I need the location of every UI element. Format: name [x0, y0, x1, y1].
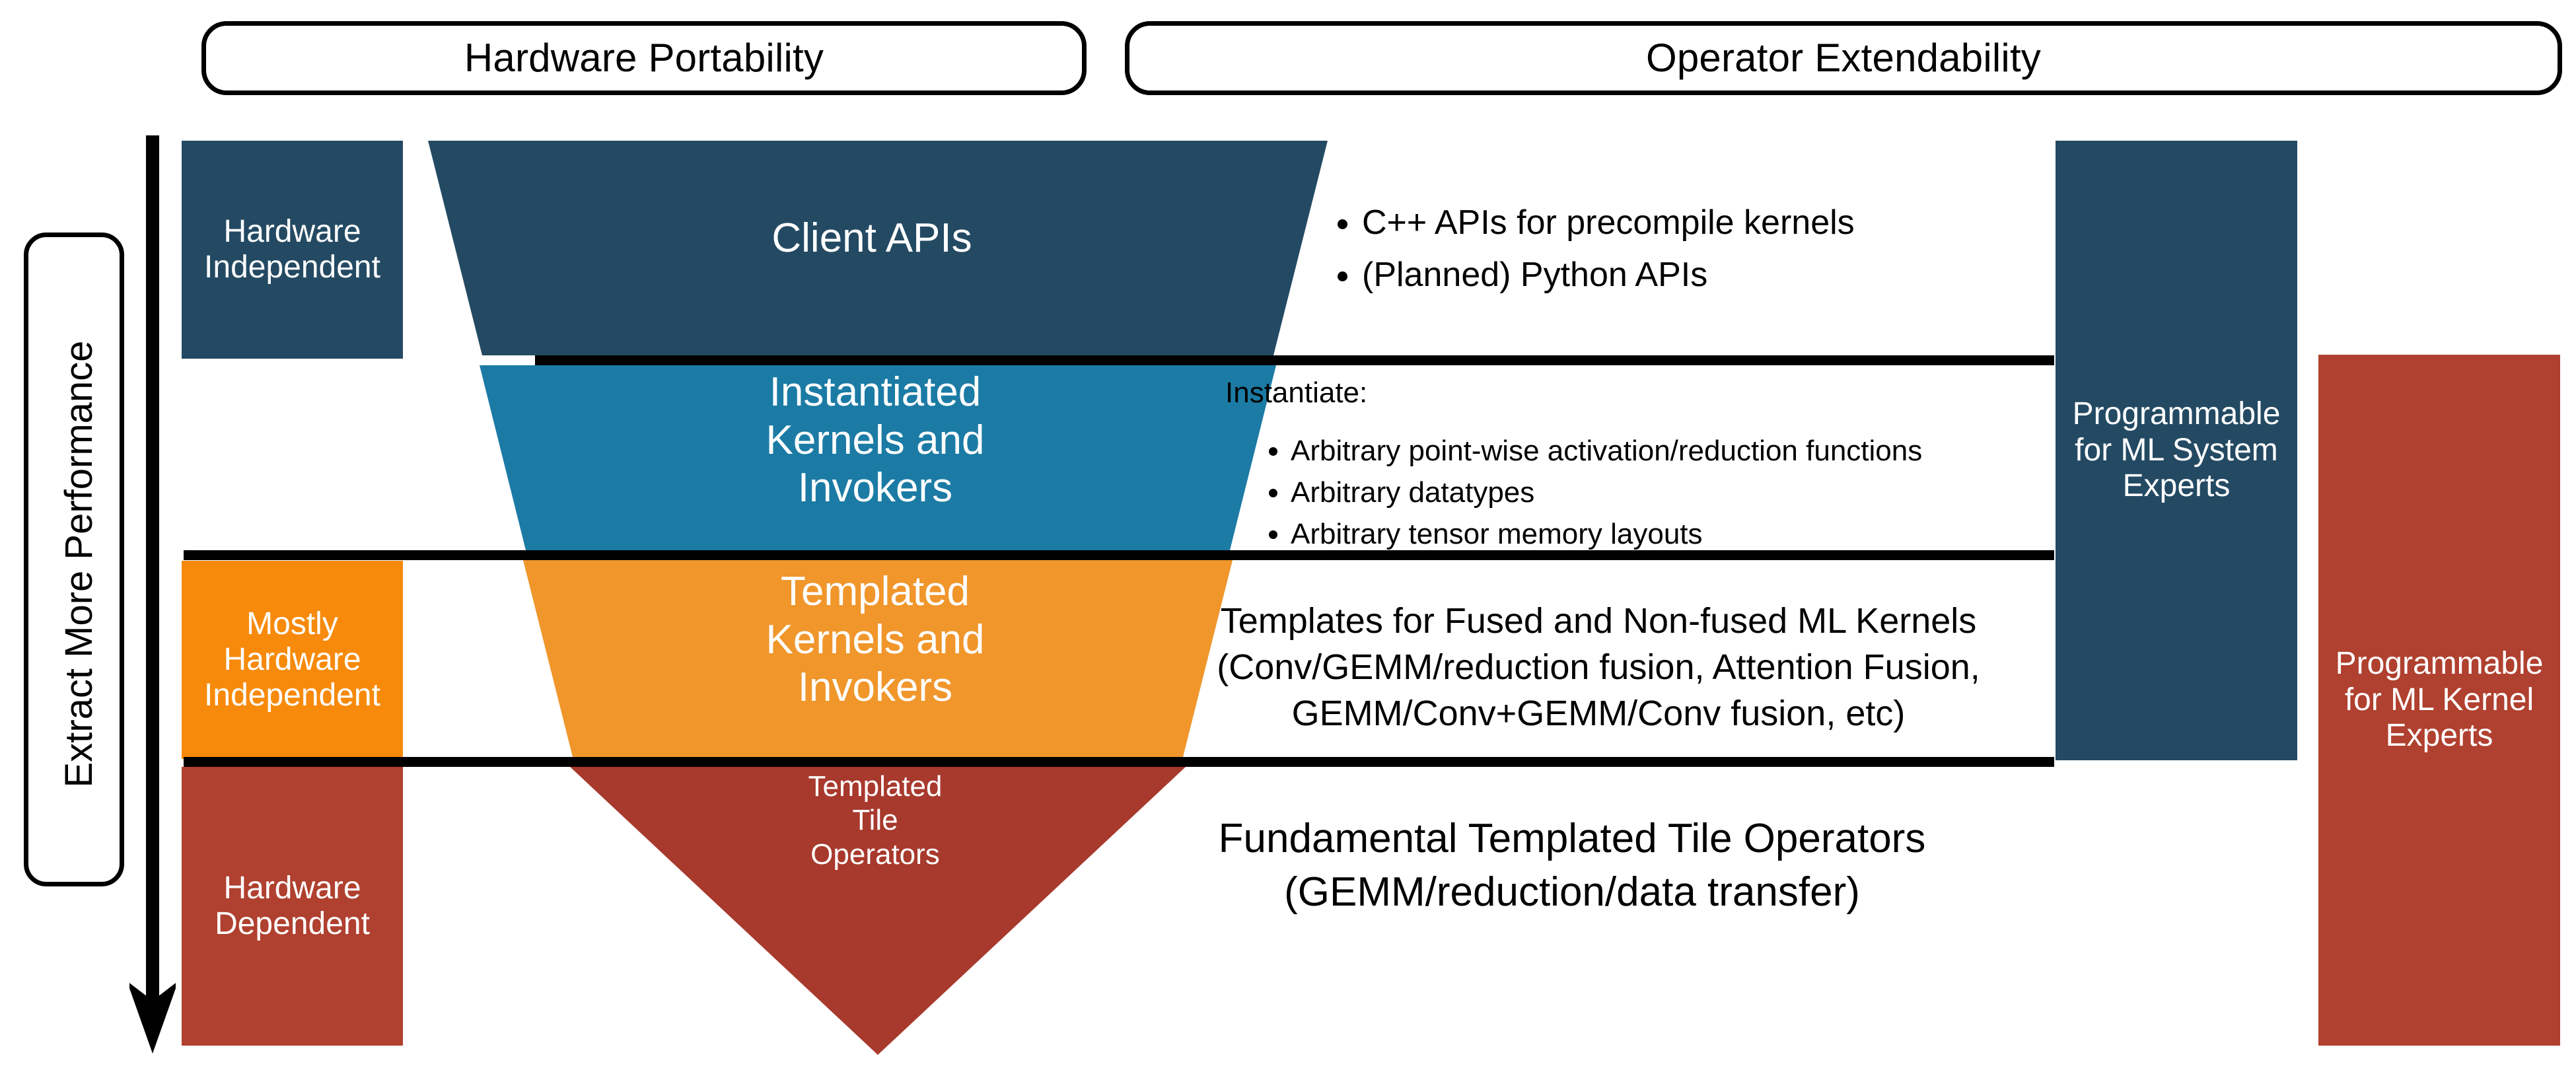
funnel-band-client-apis	[428, 141, 1328, 355]
funnel-band-templated-kernels-invokers	[523, 560, 1233, 757]
persona-bar-ml-kernel-experts-label: Programmable for ML Kernel Experts	[2335, 645, 2544, 754]
persona-bar-ml-kernel-experts: Programmable for ML Kernel Experts	[2318, 355, 2560, 1046]
header-hardware-portability: Hardware Portability	[201, 21, 1087, 95]
stage-bar-mostly-hardware-independent: Mostly Hardware Independent	[182, 561, 403, 759]
stage-bar-hardware-independent: Hardware Independent	[182, 141, 403, 359]
stage-bar-hardware-dependent: Hardware Dependent	[182, 767, 403, 1046]
header-operator-extendability: Operator Extendability	[1125, 21, 2562, 95]
divider-line-1	[535, 355, 2054, 365]
persona-bar-ml-system-experts: Programmable for ML System Experts	[2056, 141, 2297, 760]
divider-line-2	[184, 550, 2054, 560]
header-operator-extendability-label: Operator Extendability	[1645, 36, 2042, 80]
performance-axis-label: Extract More Performance	[57, 340, 100, 788]
performance-axis-box: Extract More Performance	[24, 233, 124, 886]
stage-bar-hardware-dependent-label: Hardware Dependent	[215, 870, 370, 941]
fundamental-operators-description: Fundamental Templated Tile Operators (GE…	[1218, 816, 1926, 915]
instantiate-heading: Instantiate:	[1225, 377, 1368, 409]
header-hardware-portability-label: Hardware Portability	[464, 36, 824, 80]
stage-bar-mostly-hardware-independent-label: Mostly Hardware Independent	[204, 606, 380, 713]
list-item: Arbitrary point-wise activation/reductio…	[1291, 431, 1922, 472]
list-item: Arbitrary tensor memory layouts	[1291, 514, 1922, 556]
stage-bar-hardware-independent-label: Hardware Independent	[204, 213, 380, 285]
funnel-band-instantiated-kernels-invokers	[480, 365, 1276, 550]
inverted-funnel	[428, 141, 1328, 1055]
instantiate-bullet-list: Arbitrary point-wise activation/reductio…	[1255, 431, 1922, 556]
templates-description: Templates for Fused and Non-fused ML Ker…	[1217, 601, 1980, 734]
persona-bar-ml-system-experts-label: Programmable for ML System Experts	[2072, 396, 2281, 504]
arrow-down-icon	[129, 135, 176, 1054]
list-item: Arbitrary datatypes	[1291, 472, 1922, 514]
list-item: C++ APIs for precompile kernels	[1362, 197, 1855, 249]
client-apis-bullet-list: C++ APIs for precompile kernels (Planned…	[1321, 197, 1855, 301]
funnel-band-templated-tile-operators	[570, 767, 1186, 1055]
divider-line-3	[184, 757, 2054, 767]
list-item: (Planned) Python APIs	[1362, 249, 1855, 301]
